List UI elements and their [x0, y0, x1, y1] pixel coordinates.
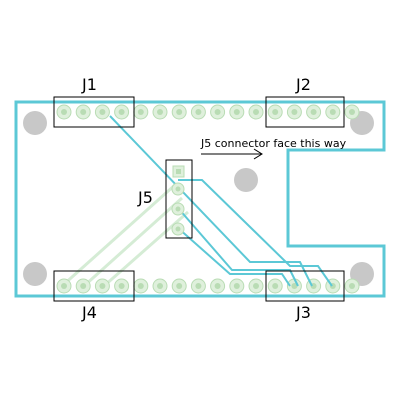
pad-hole	[291, 109, 298, 115]
j5-pin-hole	[175, 186, 181, 192]
pad-hole	[272, 283, 279, 289]
j5-pin-hole	[175, 206, 181, 212]
top-pad-row	[56, 104, 360, 120]
pad-hole	[349, 109, 355, 115]
connector-j3-label: J3	[295, 303, 311, 322]
pad-hole	[80, 283, 87, 289]
pad-hole	[176, 109, 183, 115]
pad-hole	[310, 109, 317, 115]
mount-hole	[23, 262, 47, 286]
pad-hole	[253, 109, 259, 115]
trace-j5-j3-c	[177, 227, 291, 287]
connector-j1-label: J1	[81, 75, 97, 94]
bottom-pad-row	[56, 278, 360, 294]
trace-j5-j3-a	[178, 179, 333, 287]
pad-hole	[137, 109, 144, 115]
connector-j4-outline	[53, 270, 135, 302]
orientation-note: J5 connector face this way	[200, 137, 347, 150]
pad-hole	[291, 283, 298, 289]
pad-hole	[99, 283, 106, 289]
pad-hole	[137, 283, 144, 289]
pad-hole	[214, 283, 221, 289]
trace-j5-j3-b	[177, 207, 299, 287]
pad-hole	[233, 109, 240, 115]
mount-hole	[234, 168, 258, 192]
right-arrow-icon	[201, 148, 263, 160]
pad-hole	[195, 109, 202, 115]
ghost-trace	[60, 182, 178, 288]
pad-hole	[214, 109, 221, 115]
pad-hole	[118, 109, 125, 115]
pad-hole	[233, 283, 240, 289]
pad-hole	[176, 283, 183, 289]
j5-pin-square-hole	[176, 169, 181, 174]
pad-hole	[99, 109, 106, 115]
connector-j2-outline	[265, 96, 345, 128]
pad-hole	[118, 283, 125, 289]
pad-hole	[195, 283, 202, 289]
connector-j5-outline	[165, 159, 193, 239]
pad-hole	[329, 109, 336, 115]
connector-j4-label: J4	[81, 303, 97, 322]
pad-hole	[61, 109, 67, 115]
connector-j5-label: J5	[137, 188, 153, 207]
j5-pin-hole	[175, 226, 181, 232]
pad-hole	[253, 283, 259, 289]
pad-hole	[61, 283, 67, 289]
connector-j2-label: J2	[295, 75, 311, 94]
pad-hole	[80, 109, 87, 115]
mount-hole	[23, 111, 47, 135]
connector-j3-outline	[265, 270, 345, 302]
pad-hole	[157, 283, 163, 289]
connector-j5-pins	[171, 165, 185, 236]
pad-hole	[349, 283, 355, 289]
pad-hole	[272, 109, 279, 115]
board-outline	[14, 100, 386, 298]
connector-j1-outline	[53, 96, 135, 128]
pad-hole	[157, 109, 163, 115]
ghost-trace	[82, 196, 184, 288]
